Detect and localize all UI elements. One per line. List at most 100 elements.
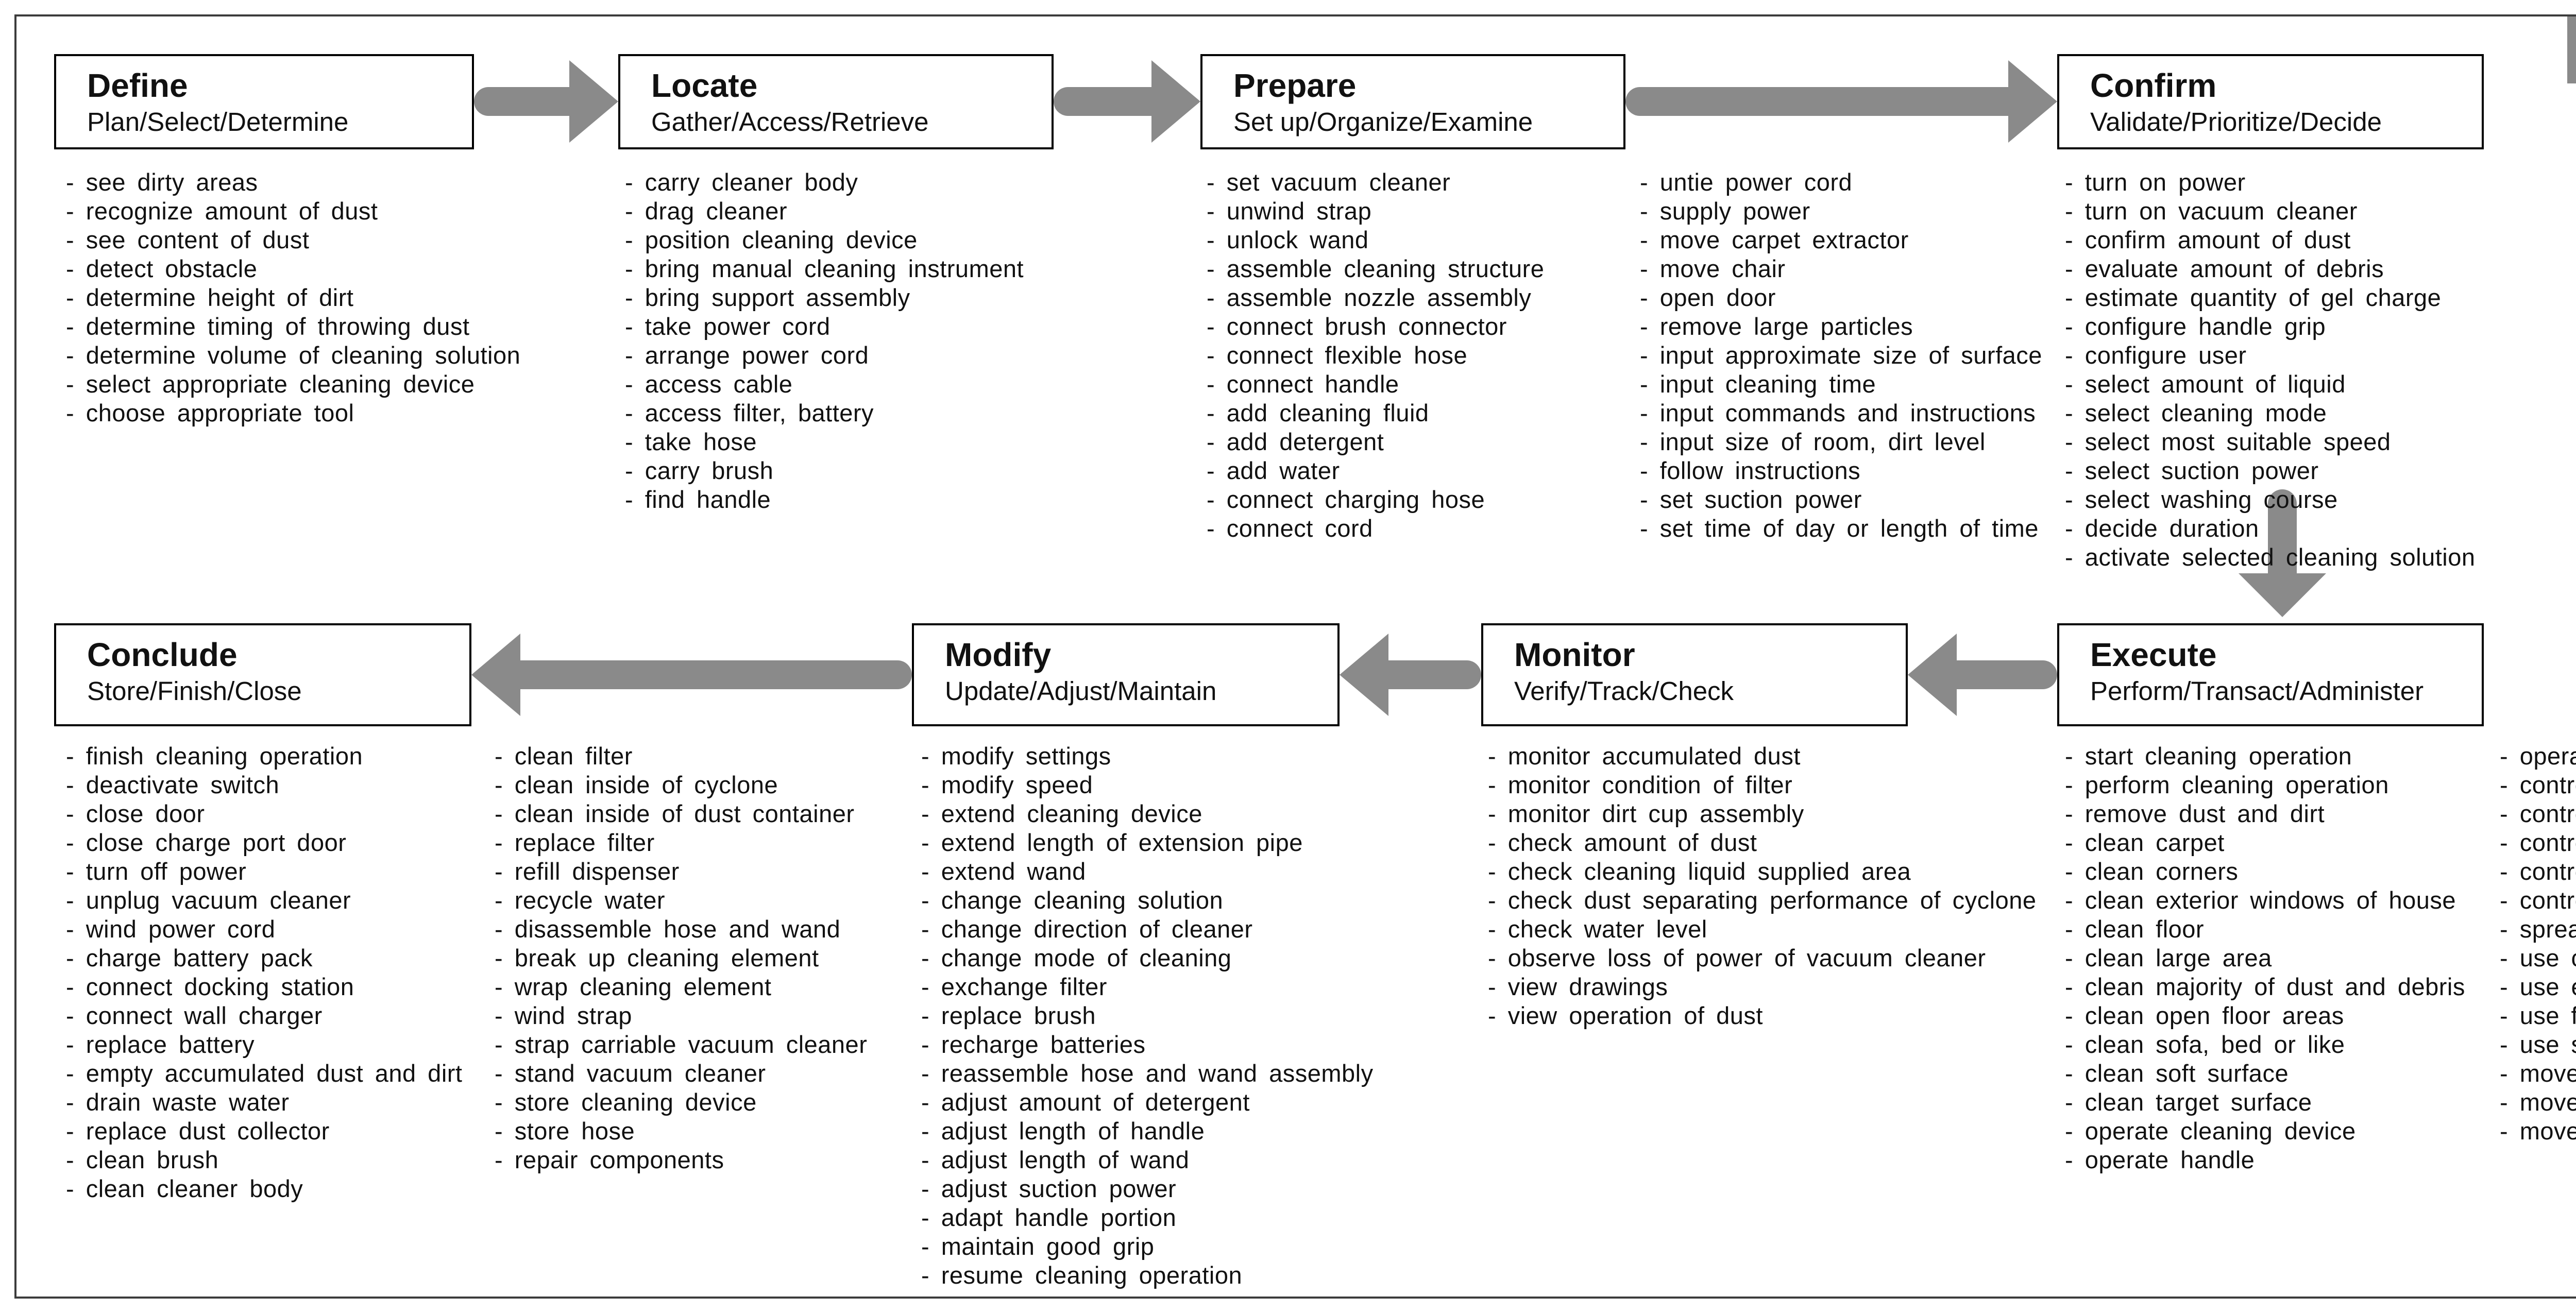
- task-item: check dust separating performance of cyc…: [1488, 886, 2037, 915]
- task-item: monitor accumulated dust: [1488, 742, 2037, 771]
- task-item: wind power cord: [66, 915, 462, 944]
- task-item: find handle: [625, 485, 1024, 514]
- phase-title: Confirm: [2090, 67, 2217, 104]
- phase-subtitle: Set up/Organize/Examine: [1233, 107, 1533, 137]
- arrow-head: [2008, 60, 2057, 143]
- task-item: exchange filter: [921, 973, 1374, 1001]
- task-list-monitor: monitor accumulated dustmonitor conditio…: [1488, 742, 2037, 1030]
- task-item: modify settings: [921, 742, 1374, 771]
- task-item: configure user: [2065, 341, 2476, 370]
- task-item: monitor dirt cup assembly: [1488, 799, 2037, 828]
- task-item: determine timing of throwing dust: [66, 312, 520, 341]
- task-list-locate: carry cleaner bodydrag cleanerposition c…: [625, 168, 1024, 514]
- task-item: recycle water: [495, 886, 867, 915]
- task-item: control amount of liquid: [2500, 771, 2576, 799]
- task-item: store cleaning device: [495, 1088, 867, 1117]
- task-item: move wand: [2500, 1117, 2576, 1146]
- task-item: extend cleaning device: [921, 799, 1374, 828]
- task-item: clean corners: [2065, 857, 2465, 886]
- task-item: decide duration: [2065, 514, 2476, 543]
- task-item: finish cleaning operation: [66, 742, 462, 771]
- task-item: control cleaning device: [2500, 799, 2576, 828]
- task-item: access cable: [625, 370, 1024, 399]
- task-item: input commands and instructions: [1640, 399, 2042, 428]
- arrow-shaft: [519, 660, 912, 689]
- left-arrow-icon-execute-to-monitor: [1908, 634, 2057, 716]
- task-list-prepare-2: untie power cordsupply powermove carpet …: [1640, 168, 2042, 543]
- task-item: select amount of liquid: [2065, 370, 2476, 399]
- jobmap-badge: 2008-2010 JOB MAP: [2567, 16, 2576, 83]
- task-list-modify: modify settingsmodify speedextend cleani…: [921, 742, 1374, 1290]
- task-item: evaluate amount of debris: [2065, 254, 2476, 283]
- task-item: connect flexible hose: [1207, 341, 1544, 370]
- task-item: observe loss of power of vacuum cleaner: [1488, 944, 2037, 973]
- phase-subtitle: Plan/Select/Determine: [87, 107, 349, 137]
- arrow-head: [1340, 634, 1388, 716]
- task-item: control power: [2500, 857, 2576, 886]
- task-item: change direction of cleaner: [921, 915, 1374, 944]
- task-item: determine height of dirt: [66, 283, 520, 312]
- task-item: store hose: [495, 1117, 867, 1146]
- task-item: remove dust and dirt: [2065, 799, 2465, 828]
- task-item: remove large particles: [1640, 312, 2042, 341]
- task-item: see content of dust: [66, 226, 520, 254]
- task-item: adjust length of wand: [921, 1146, 1374, 1174]
- arrow-head: [1908, 634, 1957, 716]
- task-item: turn off power: [66, 857, 462, 886]
- task-item: clean inside of dust container: [495, 799, 867, 828]
- task-item: operate cleaning device: [2065, 1117, 2465, 1146]
- task-item: operate remote controller: [2500, 742, 2576, 771]
- arrow-shaft: [1625, 87, 2010, 116]
- task-item: clean sofa, bed or like: [2065, 1030, 2465, 1059]
- task-item: add cleaning fluid: [1207, 399, 1544, 428]
- task-item: access filter, battery: [625, 399, 1024, 428]
- phase-title: Modify: [945, 636, 1052, 673]
- task-item: select most suitable speed: [2065, 428, 2476, 456]
- phase-box-confirm: Confirm Validate/Prioritize/Decide: [2057, 54, 2484, 149]
- phase-title: Conclude: [87, 636, 238, 673]
- task-item: confirm amount of dust: [2065, 226, 2476, 254]
- task-list-conclude-2: clean filterclean inside of cycloneclean…: [495, 742, 867, 1174]
- task-item: clean inside of cyclone: [495, 771, 867, 799]
- arrow-shaft: [474, 87, 571, 116]
- task-item: follow instructions: [1640, 456, 2042, 485]
- task-item: wrap cleaning element: [495, 973, 867, 1001]
- task-item: set suction power: [1640, 485, 2042, 514]
- task-item: deactivate switch: [66, 771, 462, 799]
- task-item: adapt handle portion: [921, 1203, 1374, 1232]
- task-item: open door: [1640, 283, 2042, 312]
- task-item: detect obstacle: [66, 254, 520, 283]
- task-item: see dirty areas: [66, 168, 520, 197]
- task-item: clean majority of dust and debris: [2065, 973, 2465, 1001]
- task-item: supply power: [1640, 197, 2042, 226]
- task-item: use carpet brush: [2500, 944, 2576, 973]
- task-item: connect wall charger: [66, 1001, 462, 1030]
- task-item: refill dispenser: [495, 857, 867, 886]
- task-item: repair components: [495, 1146, 867, 1174]
- task-item: connect handle: [1207, 370, 1544, 399]
- task-item: check water level: [1488, 915, 2037, 944]
- phase-box-execute: Execute Perform/Transact/Administer: [2057, 623, 2484, 726]
- task-item: select cleaning mode: [2065, 399, 2476, 428]
- task-item: turn on vacuum cleaner: [2065, 197, 2476, 226]
- task-item: bring support assembly: [625, 283, 1024, 312]
- task-item: add detergent: [1207, 428, 1544, 456]
- task-item: drain waste water: [66, 1088, 462, 1117]
- task-item: close charge port door: [66, 828, 462, 857]
- task-item: stand vacuum cleaner: [495, 1059, 867, 1088]
- task-item: clean cleaner body: [66, 1174, 462, 1203]
- task-item: carry brush: [625, 456, 1024, 485]
- task-list-conclude-1: finish cleaning operationdeactivate swit…: [66, 742, 462, 1203]
- task-item: change cleaning solution: [921, 886, 1374, 915]
- task-item: clean brush: [66, 1146, 462, 1174]
- task-item: turn on power: [2065, 168, 2476, 197]
- task-item: drag cleaner: [625, 197, 1024, 226]
- task-item: strap carriable vacuum cleaner: [495, 1030, 867, 1059]
- task-list-confirm: turn on powerturn on vacuum cleanerconfi…: [2065, 168, 2476, 572]
- task-item: view drawings: [1488, 973, 2037, 1001]
- arrow-head: [1151, 60, 1200, 143]
- task-item: arrange power cord: [625, 341, 1024, 370]
- phase-box-prepare: Prepare Set up/Organize/Examine: [1200, 54, 1625, 149]
- task-item: take power cord: [625, 312, 1024, 341]
